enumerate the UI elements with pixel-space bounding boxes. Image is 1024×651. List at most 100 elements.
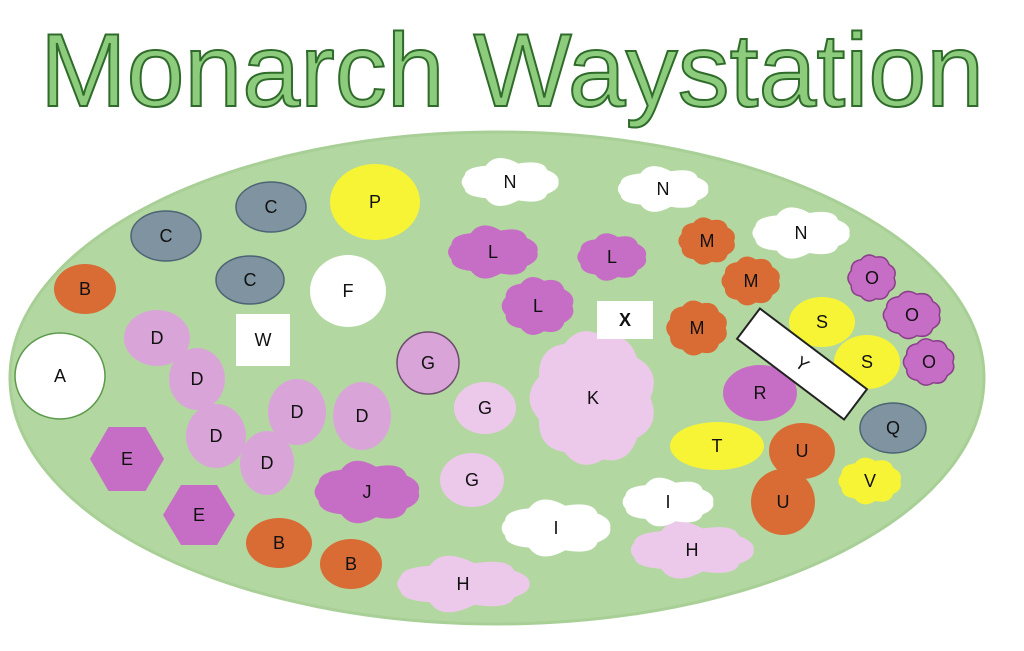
plant-w-46: W — [236, 314, 290, 366]
plant-shape — [597, 301, 653, 339]
plant-shape — [678, 217, 735, 265]
plant-p-37: P — [330, 164, 420, 240]
plant-shape — [130, 210, 202, 262]
plant-d-7: D — [124, 310, 190, 366]
plant-label: N — [504, 172, 517, 192]
plant-i-22: I — [622, 477, 714, 527]
plant-label: J — [363, 482, 372, 502]
plant-g-17: G — [454, 382, 516, 434]
plant-m-29: M — [721, 256, 780, 306]
plant-shape — [723, 365, 797, 421]
plant-q-38: Q — [859, 402, 927, 454]
plant-label: I — [553, 518, 558, 538]
plant-label: L — [488, 242, 498, 262]
plant-label: D — [210, 426, 223, 446]
plant-shape — [838, 457, 901, 505]
plant-label: R — [754, 383, 767, 403]
plant-shape — [670, 422, 764, 470]
plant-b-3: B — [320, 539, 382, 589]
plant-shape — [769, 423, 835, 479]
plant-shape — [310, 255, 386, 327]
plant-shape — [330, 164, 420, 240]
plant-label: T — [712, 436, 723, 456]
plant-label: G — [478, 398, 492, 418]
plant-s-41: S — [834, 335, 900, 389]
plant-label: D — [356, 406, 369, 426]
plant-shape — [622, 477, 714, 527]
plant-c-5: C — [235, 181, 307, 233]
plant-n-33: N — [752, 207, 850, 259]
plant-v-45: V — [838, 457, 901, 505]
garden-bed — [8, 130, 986, 626]
plant-m-28: M — [678, 217, 735, 265]
plant-label: E — [193, 505, 205, 525]
plant-h-19: H — [397, 555, 530, 613]
plant-shape — [529, 331, 654, 465]
plant-shape — [333, 382, 391, 450]
plant-l-27: L — [501, 276, 574, 336]
plant-shape — [14, 332, 106, 420]
plant-shape — [617, 166, 709, 212]
plant-f-15: F — [310, 255, 386, 327]
plant-m-30: M — [666, 300, 727, 356]
plant-n-32: N — [617, 166, 709, 212]
plant-j-23: J — [314, 460, 420, 524]
plant-shape — [124, 310, 190, 366]
plant-label: D — [151, 328, 164, 348]
plant-r-39: R — [723, 365, 797, 421]
plant-label: C — [160, 226, 173, 246]
plant-d-11: D — [268, 379, 326, 445]
plant-shape — [834, 335, 900, 389]
plant-shape — [735, 307, 869, 421]
plant-shape — [440, 453, 504, 507]
plant-label: K — [587, 388, 599, 408]
plant-shape — [268, 379, 326, 445]
plant-label: G — [421, 353, 435, 373]
plant-shape — [163, 485, 235, 545]
plant-shape — [859, 402, 927, 454]
plant-shape — [882, 290, 941, 340]
plant-shape — [789, 297, 855, 347]
plant-label: G — [465, 470, 479, 490]
plant-o-35: O — [882, 290, 941, 340]
plant-b-1: B — [54, 264, 116, 314]
plant-shape — [461, 158, 559, 206]
plant-label: A — [54, 366, 66, 386]
plant-shape — [501, 276, 574, 336]
plant-shape — [235, 181, 307, 233]
plant-b-2: B — [246, 518, 312, 568]
plant-label: E — [121, 449, 133, 469]
plant-shape — [501, 499, 611, 557]
plant-label: V — [864, 471, 876, 491]
plant-x-47: X — [597, 301, 653, 339]
plant-label: H — [686, 540, 699, 560]
plant-y-48: Y — [735, 307, 869, 421]
plant-label: C — [265, 197, 278, 217]
plant-d-9: D — [186, 404, 246, 468]
page-title: Monarch Waystation — [40, 13, 984, 129]
plant-shape — [215, 255, 285, 305]
plant-shape — [666, 300, 727, 356]
plant-shape — [577, 233, 647, 281]
plant-c-6: C — [215, 255, 285, 305]
plant-label: M — [700, 231, 715, 251]
plant-label: I — [665, 492, 670, 512]
plant-l-26: L — [577, 233, 647, 281]
plant-shape — [397, 555, 530, 613]
plant-shape — [448, 225, 538, 279]
plant-shape — [186, 404, 246, 468]
plant-label: O — [865, 268, 879, 288]
plant-shape — [320, 539, 382, 589]
plant-label: D — [291, 402, 304, 422]
plant-shape — [752, 207, 850, 259]
plant-label: X — [619, 310, 631, 330]
plant-label: S — [816, 312, 828, 332]
plant-c-4: C — [130, 210, 202, 262]
plant-label: B — [79, 279, 91, 299]
plant-label: L — [533, 296, 543, 316]
plant-shape — [454, 382, 516, 434]
plant-label: F — [343, 281, 354, 301]
plant-e-14: E — [163, 485, 235, 545]
plant-label: Q — [886, 418, 900, 438]
plant-s-40: S — [789, 297, 855, 347]
